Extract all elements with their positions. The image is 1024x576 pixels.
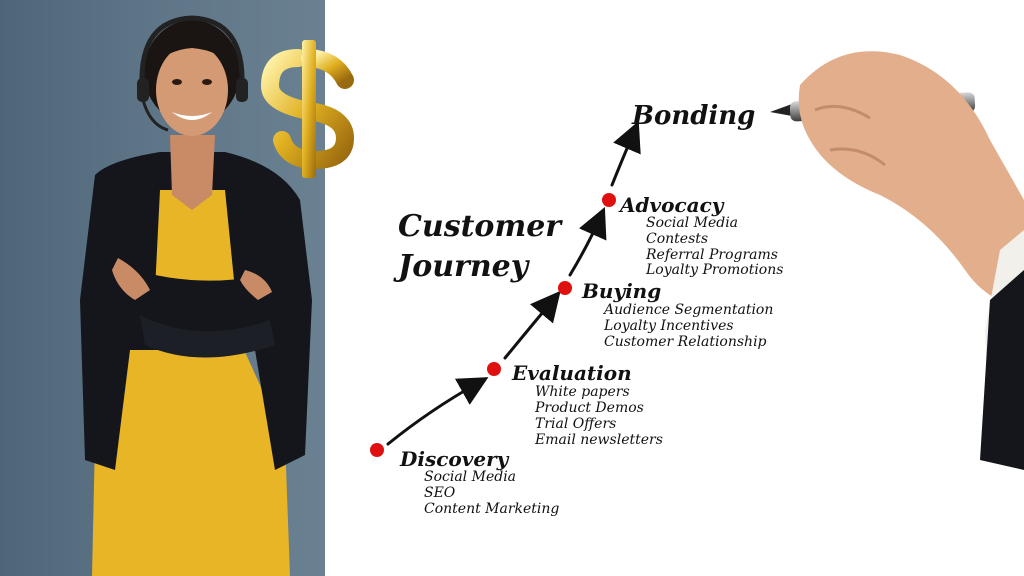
stage-item: Social Media — [424, 469, 516, 485]
stage-item: Content Marketing — [424, 501, 559, 517]
stage-item: Audience Segmentation — [602, 302, 773, 318]
stage-item: Trial Offers — [535, 416, 616, 432]
stage-item: Loyalty Promotions — [645, 262, 783, 278]
stage-dot-evaluation — [487, 362, 501, 376]
arrow-evaluation-to-buying — [503, 290, 561, 360]
stage-item: SEO — [424, 485, 456, 501]
journey-arrows — [386, 120, 641, 446]
journey-title-line1: Customer — [398, 209, 563, 244]
stage-title-buying: Buying — [581, 279, 661, 303]
stage-item: Contests — [646, 231, 708, 247]
stage-item: White papers — [535, 384, 630, 400]
stage-dot-discovery — [370, 443, 384, 457]
stage-item: Product Demos — [534, 400, 644, 416]
writing-hand-illustration — [798, 51, 1024, 470]
stage-dot-advocacy — [602, 193, 616, 207]
arrow-discovery-to-evaluation — [386, 377, 489, 446]
stage-item: Referral Programs — [645, 247, 778, 263]
goal-bonding: Bonding — [631, 101, 755, 131]
stage-title-discovery: Discovery — [399, 447, 510, 471]
stage-title-advocacy: Advocacy — [618, 193, 725, 217]
stage-item: Customer Relationship — [604, 334, 767, 350]
stage-item: Email newsletters — [534, 432, 663, 448]
journey-title-line2: Journey — [393, 249, 531, 284]
stage-item: Social Media — [646, 215, 738, 231]
arrow-buying-to-advocacy — [568, 207, 607, 277]
dollar-sign-icon — [260, 40, 355, 178]
stage-dot-buying — [558, 281, 572, 295]
stage-title-evaluation: Evaluation — [511, 361, 632, 385]
stage-item: Loyalty Incentives — [603, 318, 734, 334]
arrow-advocacy-to-bonding — [610, 120, 641, 187]
woman-with-headset-illustration — [80, 15, 312, 576]
